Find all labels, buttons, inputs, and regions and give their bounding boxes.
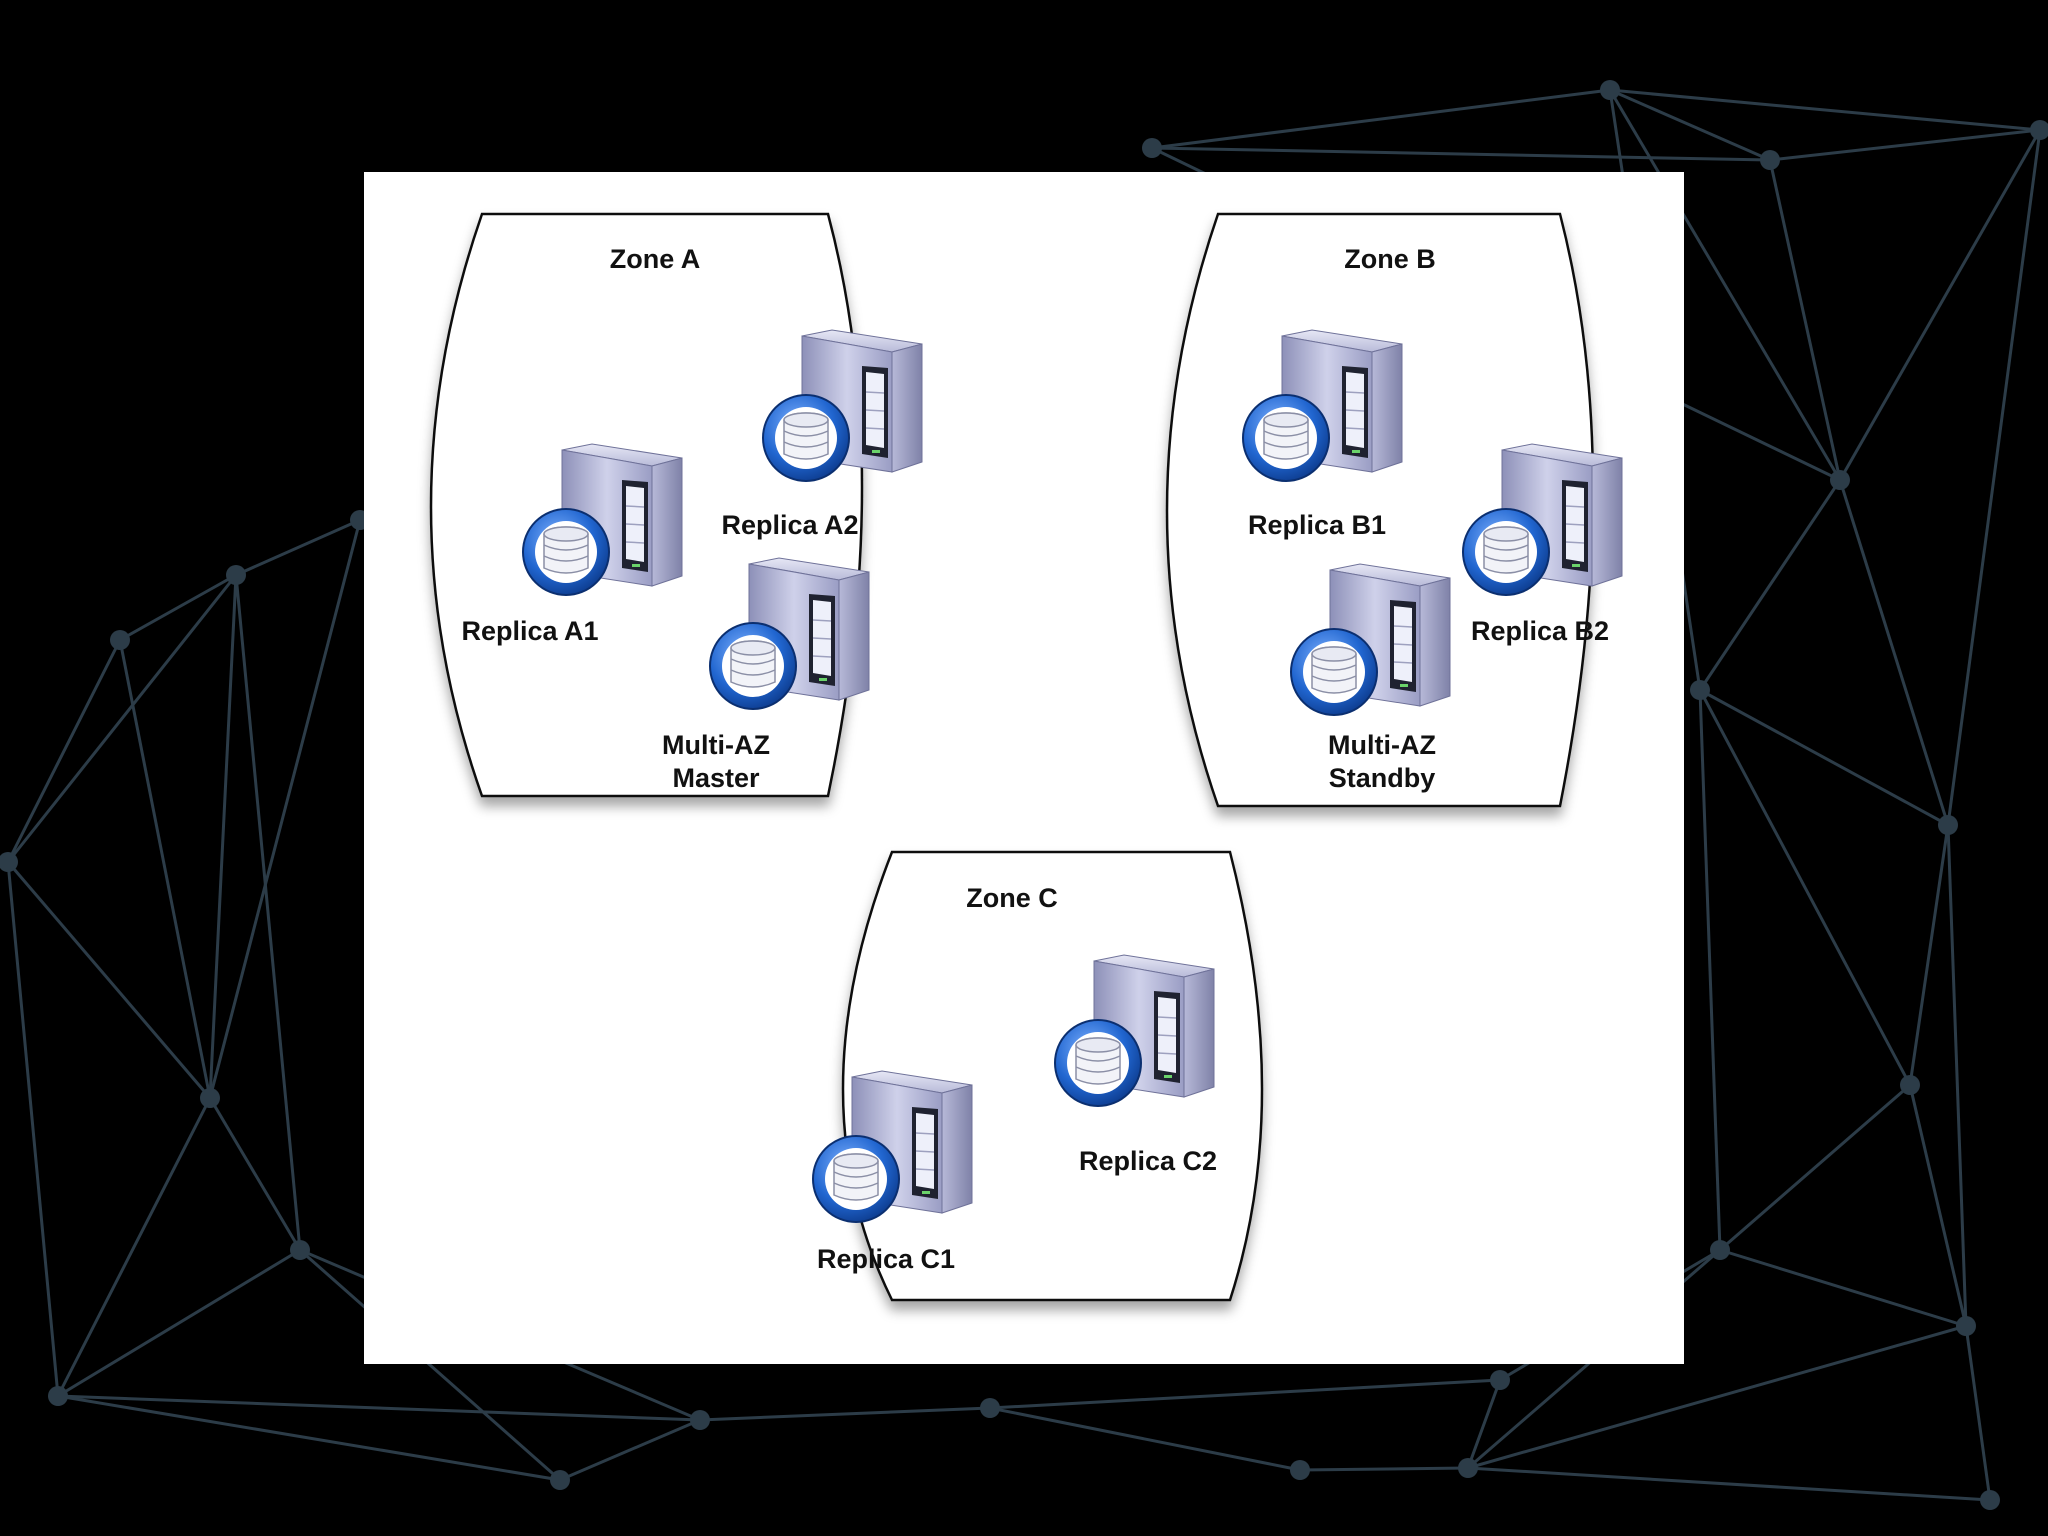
- network-line: [208, 1097, 302, 1251]
- replica-a1-label: Replica A1: [461, 616, 598, 646]
- network-line: [1769, 128, 2041, 162]
- network-node: [1710, 1240, 1730, 1260]
- network-node: [290, 1240, 310, 1260]
- network-line: [1299, 1466, 1469, 1472]
- network-line: [1698, 479, 1842, 691]
- network-line: [57, 1394, 701, 1422]
- network-line: [118, 639, 212, 1099]
- multi-az-standby: Multi-AZ Standby: [1290, 563, 1451, 793]
- network-line: [6, 639, 122, 863]
- availability-zones-diagram: Zone A Replica A1 Replica A2 Multi-AZ Ma…: [429, 212, 1623, 1302]
- zone-a: Zone A Replica A1 Replica A2 Multi-AZ Ma…: [429, 212, 923, 798]
- network-line: [6, 574, 238, 863]
- network-line: [1609, 88, 2041, 132]
- replica-b1-label: Replica B1: [1248, 510, 1386, 540]
- network-line: [1151, 146, 1771, 162]
- network-line: [1608, 89, 1842, 481]
- replica-a2-label: Replica A2: [721, 510, 858, 540]
- network-line: [699, 1406, 991, 1422]
- network-node: [1690, 680, 1710, 700]
- network-node: [1490, 1370, 1510, 1390]
- network-line: [208, 519, 362, 1099]
- multi-az-master-label-line2: Master: [672, 763, 760, 793]
- replica-c2-label: Replica C2: [1079, 1146, 1217, 1176]
- replica-b1: Replica B1: [1242, 329, 1403, 540]
- network-node: [226, 565, 246, 585]
- replica-a2: Replica A2: [721, 329, 923, 540]
- diagram-slide: Zone A Replica A1 Replica A2 Multi-AZ Ma…: [364, 172, 1684, 1364]
- network-line: [1946, 129, 2042, 826]
- zone-a-title: Zone A: [610, 244, 701, 274]
- network-line: [989, 1406, 1301, 1472]
- network-line: [1699, 688, 1949, 827]
- database-server-icon: [812, 1070, 973, 1223]
- network-node: [200, 1088, 220, 1108]
- network-line: [1964, 1325, 1992, 1501]
- network-line: [1467, 1466, 1991, 1502]
- replica-b2-label: Replica B2: [1471, 616, 1609, 646]
- network-line: [1466, 1379, 1502, 1469]
- replica-c2: Replica C2: [1054, 954, 1217, 1176]
- network-line: [1609, 88, 1771, 162]
- replica-b2: Replica B2: [1462, 443, 1623, 646]
- network-line: [989, 1378, 1501, 1410]
- multi-az-standby-label-line2: Standby: [1329, 763, 1436, 793]
- network-line: [1698, 689, 1912, 1086]
- network-node: [1600, 80, 1620, 100]
- network-node: [1290, 1460, 1310, 1480]
- network-line: [559, 1418, 701, 1482]
- network-line: [119, 573, 237, 642]
- network-line: [1719, 1083, 1911, 1252]
- multi-az-standby-label-line1: Multi-AZ: [1328, 730, 1436, 760]
- network-node: [980, 1398, 1000, 1418]
- zone-b-title: Zone B: [1344, 244, 1436, 274]
- zone-c-title: Zone C: [966, 883, 1058, 913]
- network-line: [57, 1248, 301, 1398]
- network-line: [1908, 824, 1950, 1086]
- network-line: [1838, 129, 2042, 481]
- network-line: [56, 1097, 212, 1397]
- network-node: [1830, 470, 1850, 490]
- replica-c1-label: Replica C1: [817, 1244, 955, 1274]
- network-node: [550, 1470, 570, 1490]
- network-line: [1908, 1084, 1968, 1327]
- network-node: [1900, 1075, 1920, 1095]
- network-line: [234, 574, 302, 1251]
- network-node: [1142, 138, 1162, 158]
- network-line: [1946, 824, 1968, 1327]
- multi-az-master: Multi-AZ Master: [662, 557, 870, 793]
- network-node: [1760, 150, 1780, 170]
- zone-b: Zone B Replica B1 Replica B2 Multi-AZ St…: [1165, 212, 1623, 808]
- network-line: [6, 861, 60, 1397]
- network-node: [2030, 120, 2048, 140]
- zone-c: Zone C Replica C1 Replica C2: [812, 850, 1264, 1302]
- network-node: [0, 852, 18, 872]
- network-node: [1956, 1316, 1976, 1336]
- network-node: [48, 1386, 68, 1406]
- network-line: [208, 574, 238, 1099]
- network-node: [1458, 1458, 1478, 1478]
- network-line: [1838, 479, 1950, 826]
- network-line: [57, 1394, 561, 1482]
- replica-c1: Replica C1: [812, 1070, 973, 1274]
- network-node: [110, 630, 130, 650]
- network-line: [235, 518, 361, 577]
- network-line: [6, 861, 212, 1099]
- network-node: [1938, 815, 1958, 835]
- network-line: [1698, 689, 1722, 1251]
- network-line: [1768, 159, 1842, 481]
- network-line: [299, 1248, 561, 1482]
- zone-b-outline: [1165, 212, 1595, 808]
- network-line: [1151, 88, 1611, 150]
- network-line: [1467, 1324, 1967, 1470]
- multi-az-master-label-line1: Multi-AZ: [662, 730, 770, 760]
- replica-a1: Replica A1: [461, 443, 683, 646]
- network-node: [690, 1410, 710, 1430]
- network-node: [1980, 1490, 2000, 1510]
- network-line: [1719, 1248, 1967, 1328]
